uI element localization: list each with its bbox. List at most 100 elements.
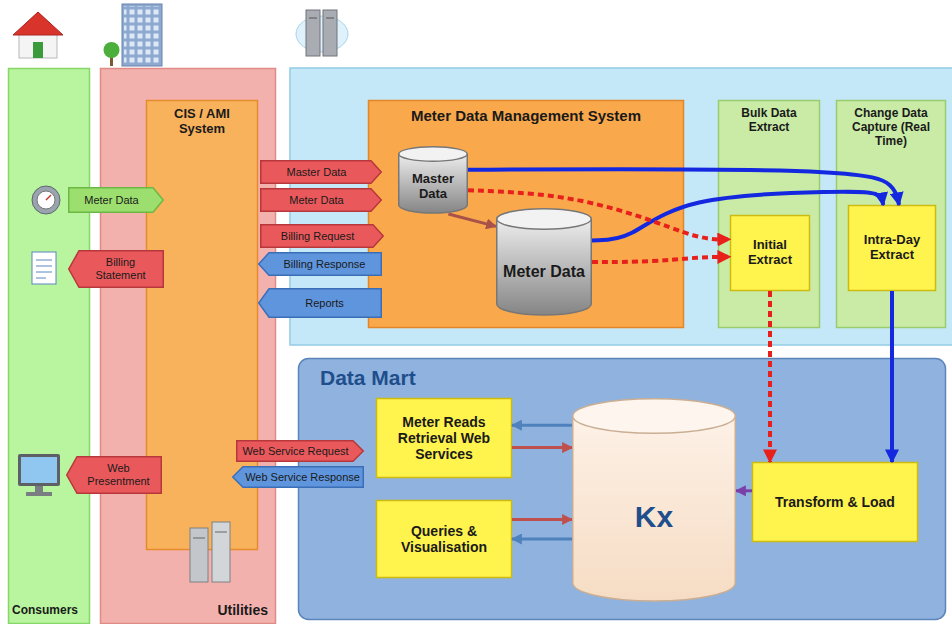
utilities-band-outline (101, 69, 276, 624)
document-line (36, 272, 52, 273)
tree-crown (104, 42, 120, 58)
node-label: Meter Data Management System (411, 107, 641, 124)
flow-arrow: Master Data (260, 160, 382, 184)
node-label: Kx (635, 500, 673, 535)
node-label: Reports (305, 297, 344, 310)
node-label: Queries & Visualisation (382, 523, 506, 555)
extract-panel: Change Data Capture (Real Time) Intra-Day… (836, 100, 946, 328)
flow-connector (468, 169, 899, 205)
document-page (32, 252, 56, 284)
cylinder-top (497, 209, 592, 230)
office-building-icon (104, 4, 163, 66)
process-box: Queries & Visualisation (376, 500, 512, 578)
flow-connector (448, 214, 496, 226)
process-box: Transform & Load (752, 462, 918, 542)
arrow-body (69, 188, 164, 213)
document-line (36, 266, 52, 267)
process-box-outline (377, 399, 512, 478)
extract-panel: Bulk Data ExtractInitial Extract (718, 100, 820, 328)
server-tower (306, 10, 320, 56)
cloud-server-icon (296, 10, 348, 56)
utilities-band: UtilitiesCIS / AMI System (100, 68, 276, 624)
flow-connector (512, 424, 572, 427)
system-box: Meter Data Management SystemMaster DataM… (368, 100, 684, 328)
monitor-stand (35, 486, 43, 492)
data-mart-panel-outline (299, 359, 946, 620)
arrow-body (261, 161, 382, 184)
cylinder-top (399, 147, 468, 162)
process-box-outline (731, 216, 810, 291)
node-label: Meter Data (289, 194, 343, 207)
flow-arrow: Reports (258, 288, 382, 318)
flow-connector (736, 489, 752, 492)
flow-arrow: Billing Request (260, 224, 384, 248)
arrow-body (259, 289, 382, 318)
cylinder-shape (496, 208, 592, 316)
flow-connector (592, 257, 730, 262)
node-label: Meter Data (84, 194, 138, 207)
meter-dial-icon (32, 186, 60, 214)
cylinder-body (573, 416, 736, 601)
flow-connector (768, 291, 772, 462)
flow-arrow: Billing Response (258, 252, 382, 276)
server-tower (190, 528, 208, 582)
server-slot (215, 532, 227, 533)
document-icon (32, 252, 56, 284)
flow-arrow: Web Service Response (232, 466, 364, 488)
arrow-body (261, 189, 382, 212)
house-roof (13, 12, 63, 35)
house-door (33, 42, 43, 58)
node-label: Intra-Day Extract (854, 233, 930, 263)
node-label: Master Data (402, 172, 464, 202)
cloud-shape (296, 16, 348, 52)
process-box-outline (849, 206, 936, 291)
server-slot (326, 18, 334, 19)
arrow-body (261, 225, 384, 248)
monitor-base (26, 492, 52, 496)
node-label: Data Mart (320, 366, 416, 390)
node-label: Change Data Capture (Real Time) (841, 107, 941, 148)
monitor-frame (18, 454, 60, 486)
flow-connector (512, 518, 572, 521)
server-slot (309, 18, 317, 19)
server-tower (323, 10, 337, 56)
node-label: Transform & Load (775, 494, 895, 510)
flow-arrow: Web Service Request (236, 440, 364, 462)
node-label: Meter Data (503, 263, 585, 281)
arrow-body (233, 467, 364, 488)
cylinder-top (573, 399, 736, 434)
arrow-body (67, 457, 162, 494)
node-label: Web Presentment (79, 462, 158, 487)
node-label: Web Service Request (242, 445, 348, 458)
flow-connector (890, 291, 894, 462)
server-slot (193, 538, 205, 539)
process-box-outline (753, 463, 918, 542)
flow-arrow: Meter Data (260, 188, 382, 212)
arrow-body (259, 253, 382, 276)
consumers-band-outline (9, 69, 90, 624)
node-label: CIS / AMI System (151, 107, 253, 137)
flow-arrow: Meter Data (68, 187, 164, 213)
node-label: Billing Response (284, 258, 366, 271)
node-label: Bulk Data Extract (723, 107, 815, 135)
house-icon (13, 12, 63, 58)
flow-connector (512, 538, 572, 541)
arrow-body (237, 441, 364, 462)
server-tower (212, 522, 230, 582)
computer-monitor-icon (18, 454, 60, 496)
node-label: Meter Reads Retrieval Web Services (382, 414, 506, 462)
document-line (36, 260, 52, 261)
database-cylinder: Kx (572, 398, 736, 602)
process-box: Meter Reads Retrieval Web Services (376, 398, 512, 478)
cylinder-body (497, 219, 592, 315)
database-cylinder: Master Data (398, 146, 468, 214)
cloud-region (290, 68, 952, 345)
flow-connector (512, 446, 572, 449)
data-mart-panel: Data MartMeter Reads Retrieval Web Servi… (298, 358, 946, 620)
monitor-screen (21, 457, 57, 483)
house-wall (19, 32, 57, 58)
database-cylinder: Meter Data (496, 208, 592, 316)
node-label: Billing Statement (81, 256, 160, 281)
utility-server-icon (190, 522, 230, 582)
cylinder-body (399, 154, 468, 213)
